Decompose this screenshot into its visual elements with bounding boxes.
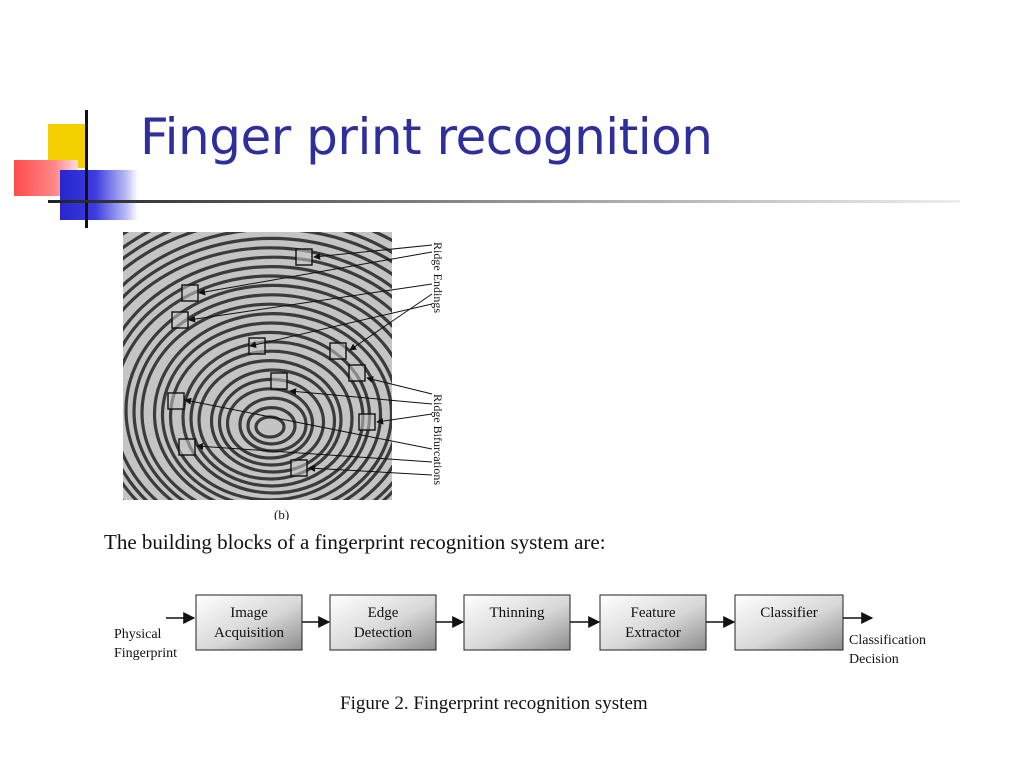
minutia-marker-box (171, 311, 189, 329)
pointer-arrow (249, 303, 433, 349)
fingerprint-ridge (152, 312, 392, 500)
figure-caption: Figure 2. Fingerprint recognition system (340, 693, 648, 714)
pointer-arrow (198, 251, 433, 296)
fingerprint-ridge (140, 302, 392, 500)
block-label-line2: Acquisition (214, 625, 284, 641)
intro-text: The building blocks of a fingerprint rec… (104, 530, 606, 554)
block-label-line1: Thinning (490, 605, 545, 621)
minutia-marker-box (295, 248, 313, 266)
fingerprint-ridge (123, 255, 392, 500)
decor-blue-bar (60, 170, 138, 220)
pointer-arrow (366, 376, 433, 395)
minutia-marker-box (329, 342, 347, 360)
minutia-marker-box (358, 413, 376, 431)
block-image-acquisition: Image Acquisition (195, 594, 303, 651)
fingerprint-ridge (209, 368, 337, 474)
minutia-marker-box (270, 372, 288, 390)
pointer-arrow (196, 442, 433, 463)
block-feature-extractor: Feature Extractor (599, 594, 707, 651)
block-label-line2: Detection (354, 625, 413, 641)
output-label-line1: Classification (849, 633, 926, 648)
figure-b-sublabel: (b) (274, 507, 289, 520)
block-classifier: Classifier (734, 594, 844, 651)
pointer-arrow (313, 244, 433, 260)
fingerprint-ridge (123, 265, 392, 500)
pipeline-diagram: Physical Fingerprint Image Acquisition E… (114, 594, 926, 667)
pointer-arrow (376, 413, 433, 425)
fingerprint-figure: Ridge Endings Ridge Bifurcations (b) (123, 232, 445, 520)
block-label-line1: Edge (368, 605, 399, 621)
fingerprint-ridge (132, 293, 392, 500)
fingerprint-ridge (123, 246, 392, 500)
minutia-marker-box (348, 364, 366, 382)
decor-vertical-line (85, 110, 88, 228)
block-label-line1: Feature (631, 605, 676, 621)
minutia-marker-box (181, 284, 199, 302)
pointer-arrow (188, 283, 433, 323)
slide-title: Finger print recognition (140, 108, 713, 166)
fingerprint-ridge (246, 406, 297, 446)
pointer-arrow (184, 397, 433, 450)
minutia-marker-box (178, 438, 196, 456)
block-edge-detection: Edge Detection (329, 594, 437, 651)
minutia-marker-box (290, 459, 308, 477)
minutia-marker-box (167, 392, 185, 410)
pointer-arrow (289, 388, 433, 405)
block-label-line1: Image (230, 605, 268, 621)
pointer-arrow (349, 293, 433, 351)
fingerprint-ridge (160, 321, 383, 500)
block-label-line1: Classifier (760, 605, 818, 621)
input-label-line1: Physical (114, 627, 162, 642)
block-thinning: Thinning (463, 594, 571, 651)
output-label-line2: Decision (849, 652, 899, 667)
pointer-arrow (308, 464, 433, 476)
fingerprint-ridge (124, 283, 392, 500)
title-underline (48, 200, 960, 203)
fingerprint-ridge (189, 349, 354, 488)
fingerprint-ridge (225, 387, 315, 460)
ridge-endings-label: Ridge Endings (431, 242, 445, 313)
block-label-line2: Extractor (625, 625, 681, 641)
input-label-line2: Fingerprint (114, 646, 177, 661)
ridge-bifurcations-label: Ridge Bifurcations (431, 394, 445, 485)
fingerprint-ridge (197, 359, 343, 481)
fingerprint-ridge (123, 236, 392, 300)
fingerprint-ridge (123, 274, 392, 500)
